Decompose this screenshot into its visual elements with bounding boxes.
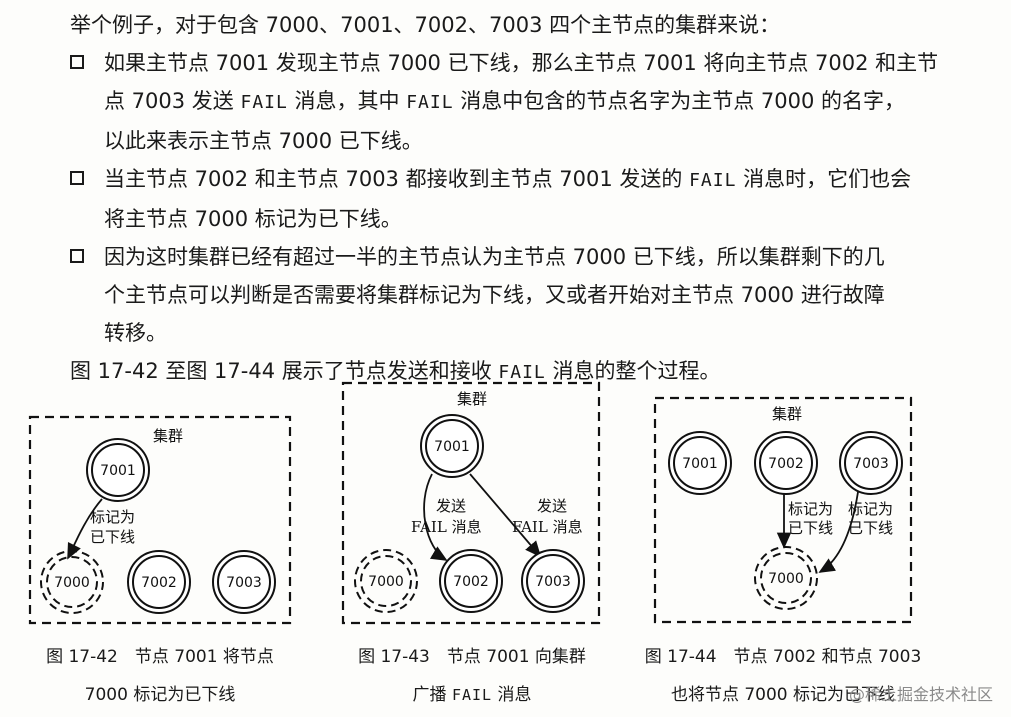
watermark: @稀土掘金技术社区	[848, 685, 993, 704]
bullet-3-line-3: 转移。	[104, 321, 167, 345]
caption-17-42-line-1: 图 17-42 节点 7001 将节点	[46, 647, 274, 667]
body-text: 举个例子，对于包含 7000、7001、7002、7003 四个主节点的集群来说…	[70, 6, 970, 392]
mark-arrow	[67, 498, 103, 560]
caption-17-42-line-2: 7000 标记为已下线	[84, 685, 236, 705]
bullet-3-line-1: 因为这时集群已经有超过一半的主节点认为主节点 7000 已下线，所以集群剩下的几	[104, 245, 885, 269]
mark-label-right-2: 已下线	[848, 519, 893, 537]
send-arrow-7003	[469, 473, 542, 558]
node-7000-failed: 7000	[754, 546, 818, 610]
svg-text:7001: 7001	[434, 439, 470, 455]
cluster-label: 集群	[772, 405, 802, 423]
intro-paragraph: 举个例子，对于包含 7000、7001、7002、7003 四个主节点的集群来说…	[70, 13, 781, 37]
node-7003: 7003	[839, 431, 903, 495]
mark-label-2: 已下线	[90, 528, 135, 546]
node-7003: 7003	[521, 549, 585, 613]
svg-text:7003: 7003	[853, 456, 889, 472]
mark-label-1: 标记为	[90, 508, 135, 526]
node-7002: 7002	[754, 431, 818, 495]
svg-text:7002: 7002	[453, 574, 489, 590]
svg-text:7001: 7001	[100, 463, 136, 479]
node-7001: 7001	[86, 438, 150, 502]
mark-label-right-1: 标记为	[848, 500, 893, 518]
caption-17-43: 图 17-43 节点 7001 向集群 广播 FAIL 消息	[332, 644, 612, 708]
figure-17-44: 集群 7001 7002 7003 标记为 已下线 标记为 已下线 7000	[653, 396, 913, 624]
checkbox-icon	[70, 55, 84, 69]
cluster-boundary	[28, 415, 292, 625]
mark-arrow-7003	[818, 491, 859, 573]
cluster-boundary	[653, 396, 913, 624]
svg-text:7003: 7003	[535, 574, 571, 590]
bullet-1-line-3: 以此来表示主节点 7000 已下线。	[104, 129, 423, 153]
svg-text:7001: 7001	[682, 456, 718, 472]
cluster-label: 集群	[153, 427, 183, 445]
cluster-label: 集群	[457, 390, 487, 408]
svg-text:7002: 7002	[141, 575, 177, 591]
failmsg-label-right: FAIL 消息	[512, 518, 583, 536]
mark-label-left-2: 已下线	[788, 519, 833, 537]
failmsg-label-left: FAIL 消息	[411, 518, 482, 536]
svg-text:7000: 7000	[368, 574, 404, 590]
node-7003: 7003	[212, 550, 276, 614]
figure-17-42: 集群 7001 标记为 已下线 7000 7002 7003	[28, 415, 292, 625]
node-7001: 7001	[668, 431, 732, 495]
bullet-1-line-1: 如果主节点 7001 发现主节点 7000 已下线，那么主节点 7001 将向主…	[104, 51, 939, 75]
bullet-1-line-2: 点 7003 发送 FAIL 消息，其中 FAIL 消息中包含的节点名字为主节点…	[104, 89, 906, 113]
svg-text:7002: 7002	[768, 456, 804, 472]
figure-17-43: 集群 7001 发送 FAIL 消息 发送 FAIL 消息 7000 7002 …	[341, 381, 601, 625]
caption-17-44: 图 17-44 节点 7002 和节点 7003 也将节点 7000 标记为已下…	[633, 644, 933, 708]
svg-text:7000: 7000	[54, 575, 90, 591]
bullet-1: 如果主节点 7001 发现主节点 7000 已下线，那么主节点 7001 将向主…	[70, 44, 970, 160]
bullet-2-line-2: 将主节点 7000 标记为已下线。	[104, 207, 402, 231]
checkbox-icon	[70, 171, 84, 185]
node-7000-failed: 7000	[40, 550, 104, 614]
send-label-right: 发送	[537, 497, 567, 515]
bullet-3-line-2: 个主节点可以判断是否需要将集群标记为下线，又或者开始对主节点 7000 进行故障	[104, 283, 885, 307]
caption-17-43-line-1: 图 17-43 节点 7001 向集群	[358, 647, 586, 667]
node-7001: 7001	[420, 414, 484, 478]
send-arrow-7002	[423, 473, 448, 561]
outro-paragraph: 图 17-42 至图 17-44 展示了节点发送和接收 FAIL 消息的整个过程…	[70, 359, 721, 383]
bullet-2: 当主节点 7002 和主节点 7003 都接收到主节点 7001 发送的 FAI…	[70, 160, 970, 238]
bullet-2-line-1: 当主节点 7002 和主节点 7003 都接收到主节点 7001 发送的 FAI…	[104, 167, 912, 191]
node-7000-failed: 7000	[354, 549, 418, 613]
checkbox-icon	[70, 249, 84, 263]
caption-17-44-line-2: 也将节点 7000 标记为已下线	[670, 685, 896, 705]
caption-17-43-line-2: 广播 FAIL 消息	[412, 685, 532, 705]
cluster-boundary	[341, 381, 601, 625]
caption-17-44-line-1: 图 17-44 节点 7002 和节点 7003	[644, 647, 922, 667]
svg-text:7003: 7003	[226, 575, 262, 591]
mark-label-left-1: 标记为	[788, 500, 833, 518]
caption-17-42: 图 17-42 节点 7001 将节点 7000 标记为已下线	[20, 644, 300, 708]
send-label-left: 发送	[436, 497, 466, 515]
node-7002: 7002	[127, 550, 191, 614]
node-7002: 7002	[439, 549, 503, 613]
bullet-3: 因为这时集群已经有超过一半的主节点认为主节点 7000 已下线，所以集群剩下的几…	[70, 238, 970, 352]
svg-text:7000: 7000	[768, 571, 804, 587]
